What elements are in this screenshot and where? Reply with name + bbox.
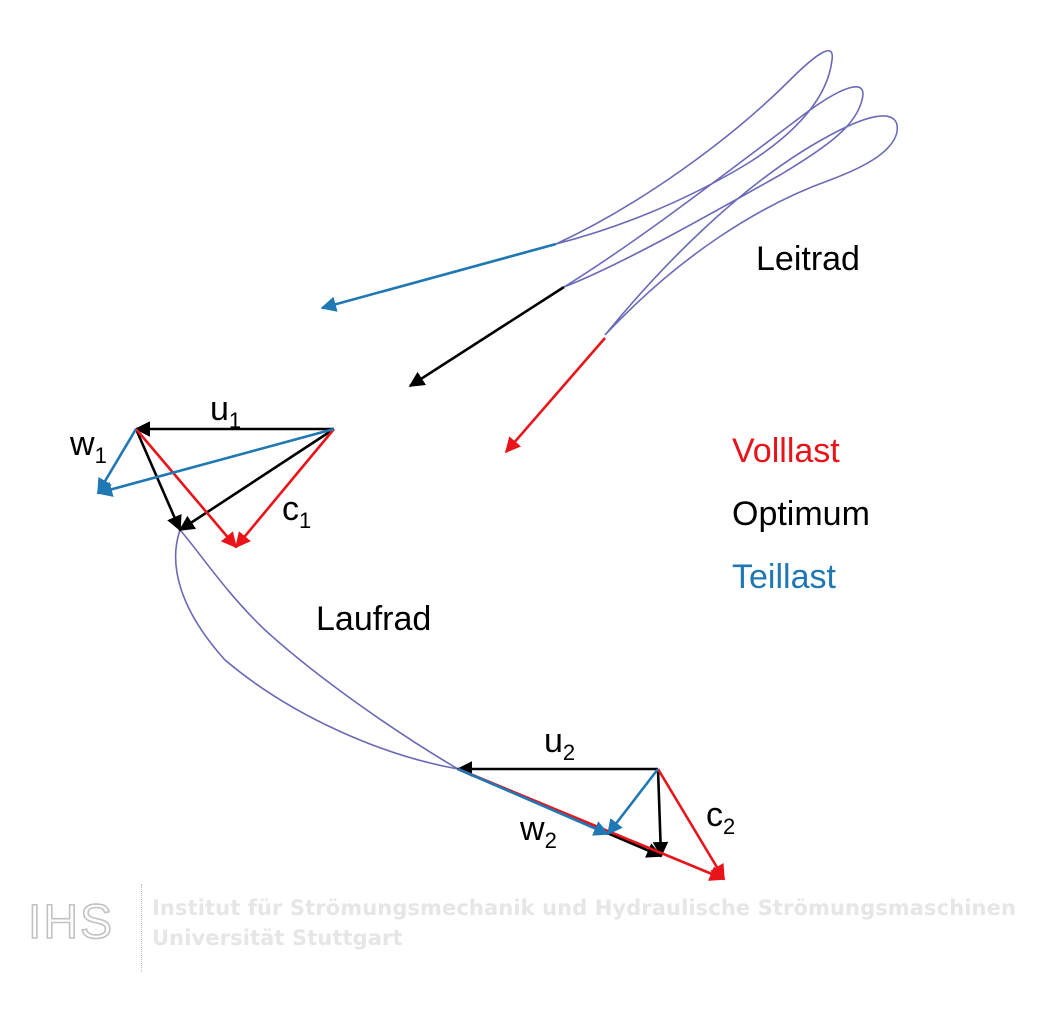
- university-name: Universität Stuttgart: [152, 926, 403, 950]
- label-laufrad: Laufrad: [316, 600, 431, 638]
- outlet-arrow-optimum: [408, 285, 565, 388]
- label-w2-base: w: [519, 810, 545, 848]
- footer-divider: [141, 884, 142, 972]
- label-u1: u1: [210, 390, 241, 433]
- ihs-logo: IHS: [28, 898, 114, 942]
- c1-arrow-teillast: [96, 427, 335, 497]
- guide-vane-profile-volllast: [604, 115, 899, 336]
- label-w2-sub: 2: [545, 828, 557, 853]
- label-u2: u2: [544, 722, 575, 765]
- w2-arrow-teillast: [457, 767, 610, 836]
- label-c2: c2: [706, 796, 735, 839]
- institute-name: Institut für Strömungsmechanik und Hydra…: [152, 896, 1016, 920]
- label-c1-base: c: [282, 490, 299, 528]
- w1-arrow-teillast: [96, 428, 138, 495]
- label-u2-sub: 2: [563, 740, 575, 765]
- c1-arrow-volllast: [234, 428, 336, 549]
- c2-arrow-volllast: [656, 768, 726, 881]
- label-u1-base: u: [210, 390, 229, 428]
- c2-arrow-optimum: [652, 768, 669, 858]
- label-c2-sub: 2: [723, 814, 735, 839]
- label-u1-sub: 1: [229, 408, 241, 433]
- label-w1-sub: 1: [95, 443, 107, 468]
- outlet-velocity-triangle: [456, 761, 726, 881]
- label-w1-base: w: [69, 425, 95, 463]
- ihs-logo-text: IHS: [28, 898, 114, 942]
- outlet-arrow-volllast: [504, 337, 606, 454]
- label-w2: w2: [519, 810, 557, 853]
- institute-footer: IHS Institut für Strömungsmechanik und H…: [28, 884, 1038, 972]
- c2-arrow-teillast: [606, 768, 660, 836]
- guide-vane-profile-optimum: [563, 86, 864, 288]
- inlet-velocity-triangle: [96, 421, 336, 549]
- legend-volllast: Volllast: [732, 432, 840, 470]
- legend-optimum: Optimum: [732, 495, 870, 533]
- w1-arrow-optimum: [134, 428, 182, 532]
- outlet-arrow-teillast: [320, 242, 557, 312]
- label-u2-base: u: [544, 722, 563, 760]
- label-leitrad: Leitrad: [756, 240, 860, 278]
- runner-blade-profile: [174, 528, 459, 770]
- label-w1: w1: [69, 425, 107, 468]
- legend-teillast: Teillast: [732, 558, 836, 596]
- label-c1-sub: 1: [299, 508, 311, 533]
- guide-vane-profiles: [555, 49, 899, 336]
- label-c1: c1: [282, 490, 311, 533]
- guide-vane-profile-teillast: [555, 49, 833, 245]
- w1-arrow-volllast: [135, 428, 238, 549]
- label-c2-base: c: [706, 796, 723, 834]
- guide-vane-outlet-vectors: [320, 242, 606, 454]
- legend: Volllast Optimum Teillast: [732, 432, 870, 596]
